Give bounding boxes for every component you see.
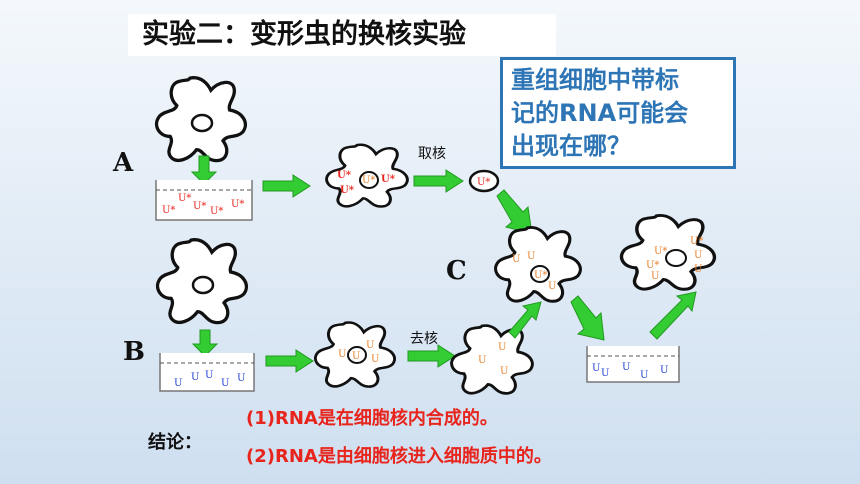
arrow-nucleus-to-c: [496, 189, 533, 235]
label-a: A: [113, 148, 134, 178]
medium-beaker-a: U* U* U* U* U*: [155, 180, 253, 221]
conclusion-line-1: (1)RNA是在细胞核内合成的。: [246, 408, 498, 429]
arrow-b-down: [191, 329, 219, 357]
step-remove-nucleus: 去核: [410, 331, 438, 347]
nucleus-c-result: [665, 249, 687, 267]
amoeba-a-labeled: U* U* U* U*: [325, 143, 409, 209]
svg-text:U: U: [338, 349, 346, 360]
conclusion-line-2: (2)RNA是由细胞核进入细胞质中的。: [246, 446, 552, 467]
svg-text:U: U: [371, 354, 379, 365]
svg-text:U*: U*: [646, 260, 659, 271]
svg-text:U: U: [660, 365, 668, 376]
isolated-nucleus: U*: [468, 169, 500, 193]
svg-text:U: U: [366, 340, 374, 351]
svg-text:U*: U*: [690, 236, 703, 247]
svg-text:U: U: [191, 372, 199, 383]
svg-text:U: U: [237, 373, 245, 384]
arrow-take-nucleus: [413, 169, 464, 193]
svg-text:U: U: [512, 254, 520, 265]
question-line-2: 记的RNA可能会: [511, 99, 689, 127]
svg-text:U*: U*: [534, 270, 547, 281]
amoeba-b-unlabeled: U U U U: [313, 321, 397, 389]
nucleus-a-source: [190, 113, 214, 133]
svg-text:U: U: [221, 378, 229, 389]
arrow-a-right-1: [262, 174, 311, 198]
medium-beaker-c: U U U U U: [586, 346, 680, 383]
step-take-nucleus: 取核: [418, 146, 446, 162]
svg-text:U: U: [622, 362, 630, 373]
label-b: B: [123, 337, 145, 367]
svg-text:U*: U*: [362, 175, 375, 186]
svg-text:U*: U*: [654, 246, 667, 257]
svg-text:U: U: [601, 368, 609, 379]
conclusion-label: 结论：: [148, 432, 202, 453]
svg-text:U*: U*: [337, 170, 352, 181]
question-line-1: 重组细胞中带标: [511, 66, 679, 94]
arrow-enucleated-to-c: [508, 301, 542, 339]
nucleus-b-source: [191, 275, 215, 295]
svg-text:U: U: [352, 351, 360, 362]
nucleus-a-labeled: [359, 171, 379, 189]
svg-text:U: U: [640, 370, 648, 381]
svg-text:U*: U*: [162, 205, 175, 216]
svg-text:U: U: [592, 363, 600, 374]
arrow-a-down: [190, 155, 218, 185]
svg-text:U: U: [498, 342, 506, 353]
svg-text:U*: U*: [193, 201, 206, 212]
amoeba-c-result: U* U* U U* U U: [619, 213, 717, 292]
question-box: 重组细胞中带标 记的RNA可能会 出现在哪？: [500, 57, 736, 169]
svg-text:U: U: [205, 370, 213, 381]
label-c: C: [446, 256, 467, 286]
arrow-remove-nucleus: [407, 344, 456, 368]
arrow-c-to-beaker: [570, 295, 605, 341]
arrow-b-right-1: [265, 349, 314, 373]
arrow-beaker-to-result: [649, 291, 697, 340]
page-title: 实验二：变形虫的换核实验: [128, 14, 556, 56]
svg-text:U: U: [651, 271, 659, 282]
question-line-3: 出现在哪？: [511, 132, 631, 160]
svg-text:U: U: [174, 378, 182, 389]
svg-text:U*: U*: [477, 177, 490, 188]
svg-text:U: U: [478, 355, 486, 366]
svg-text:U: U: [500, 366, 508, 377]
medium-beaker-b: U U U U U: [159, 353, 255, 392]
svg-text:U: U: [527, 251, 535, 262]
svg-text:U*: U*: [231, 199, 244, 210]
svg-text:U*: U*: [178, 193, 191, 204]
svg-text:U: U: [548, 281, 556, 292]
svg-text:U: U: [694, 264, 702, 275]
svg-text:U*: U*: [210, 206, 223, 217]
amoeba-b-enucleated: U U U: [450, 324, 534, 395]
amoeba-a-source: [154, 76, 248, 163]
svg-text:U: U: [694, 250, 702, 261]
nucleus-c: [530, 265, 550, 283]
amoeba-c-recombined: U U U* U: [494, 225, 582, 303]
amoeba-b-source: [155, 238, 249, 325]
nucleus-b-unlabeled: [347, 346, 367, 364]
svg-text:U*: U*: [340, 185, 355, 196]
svg-text:U*: U*: [381, 174, 396, 185]
